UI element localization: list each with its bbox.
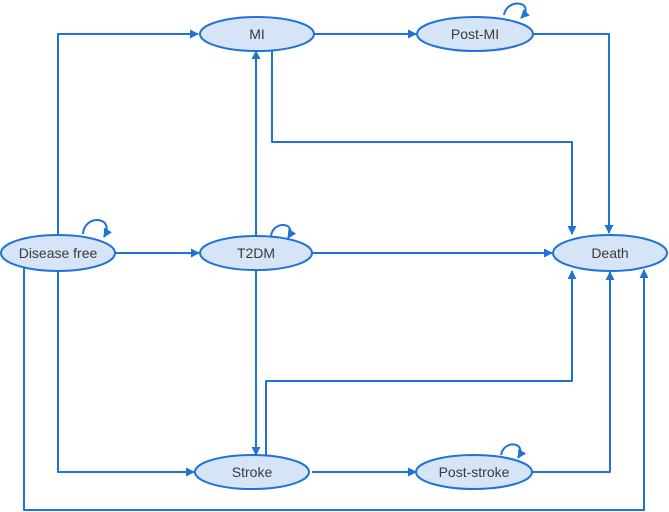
- node-stroke[interactable]: Stroke: [194, 454, 310, 490]
- edge-post-stroke-to-death: [532, 271, 615, 473]
- edge-post-mi-to-death: [533, 33, 614, 234]
- edge-stroke-to-death: [265, 270, 577, 457]
- self-loop-post-stroke: [500, 443, 527, 459]
- node-label-mi: MI: [249, 26, 265, 42]
- edges: [23, 29, 649, 511]
- node-disease-free[interactable]: Disease free: [0, 234, 116, 272]
- self-loop-post-mi: [503, 2, 530, 19]
- node-post-mi[interactable]: Post-MI: [416, 16, 534, 52]
- edge-disease-free-to-mi: [57, 29, 199, 234]
- edge-disease-free-to-stroke: [57, 271, 195, 477]
- node-t2dm[interactable]: T2DM: [199, 235, 313, 271]
- node-label-t2dm: T2DM: [237, 245, 275, 261]
- node-label-stroke: Stroke: [232, 464, 273, 480]
- self-loop-disease-free: [82, 219, 112, 238]
- node-post-stroke[interactable]: Post-stroke: [415, 454, 533, 490]
- node-mi[interactable]: MI: [199, 16, 315, 52]
- node-death[interactable]: Death: [552, 234, 668, 272]
- node-label-disease-free: Disease free: [19, 245, 98, 261]
- node-label-post-mi: Post-MI: [451, 26, 499, 42]
- self-loop-t2dm: [270, 224, 297, 239]
- edge-disease-free-to-death: [23, 268, 649, 511]
- edge-mi-to-death: [271, 50, 577, 235]
- self-loops: [82, 2, 530, 459]
- node-label-post-stroke: Post-stroke: [439, 464, 510, 480]
- node-label-death: Death: [591, 245, 628, 261]
